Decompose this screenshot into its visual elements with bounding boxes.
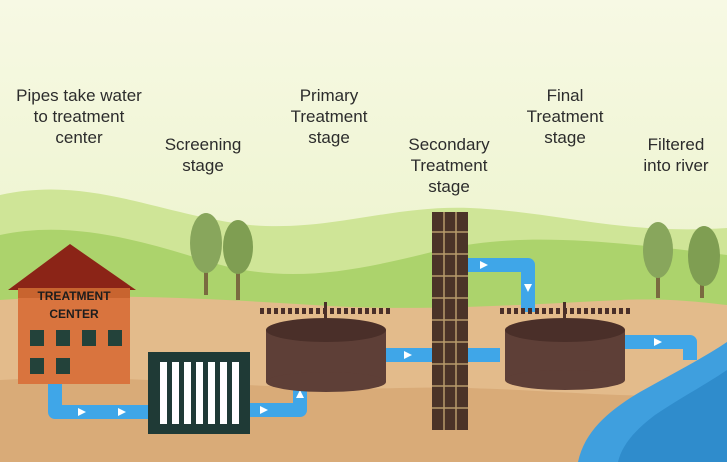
flow-arrow-icon [118, 408, 126, 416]
tree-icon [643, 222, 673, 278]
label-final: Final Treatment stage [526, 86, 604, 147]
label-pipes: Pipes take water to treatment center [16, 86, 142, 147]
tree-icon [688, 226, 720, 286]
window-icon [108, 330, 122, 346]
building-windows [30, 330, 122, 374]
label-screening: Screening stage [164, 135, 242, 175]
final-tank [500, 302, 630, 390]
flow-arrow-icon [260, 406, 268, 414]
window-icon [82, 330, 96, 346]
flow-arrow-icon [404, 351, 412, 359]
label-primary: Primary Treatment stage [290, 86, 368, 147]
label-secondary: Secondary Treatment stage [408, 135, 490, 196]
window-icon [30, 330, 44, 346]
tree-group-left [190, 213, 253, 300]
building-roof [8, 244, 136, 290]
flow-arrow-icon [480, 261, 488, 269]
building-sign-line2: CENTER [49, 307, 99, 321]
screening-unit [148, 352, 250, 434]
flow-arrow-icon [78, 408, 86, 416]
window-icon [30, 358, 44, 374]
treatment-center-building: TREATMENT CENTER [8, 244, 136, 384]
tree-icon [223, 220, 253, 274]
flow-arrow-icon [654, 338, 662, 346]
river-highlight [618, 370, 727, 462]
flow-arrow-icon [524, 284, 532, 292]
primary-tank [260, 302, 392, 392]
pipe-final-to-river [625, 335, 697, 360]
window-icon [56, 330, 70, 346]
secondary-tower [432, 212, 468, 430]
tree-group-right [643, 222, 720, 298]
building-sign-line1: TREATMENT [37, 289, 111, 303]
flow-arrow-icon [296, 390, 304, 398]
window-icon [56, 358, 70, 374]
label-filtered: Filtered into river [643, 135, 709, 175]
tree-icon [190, 213, 222, 273]
